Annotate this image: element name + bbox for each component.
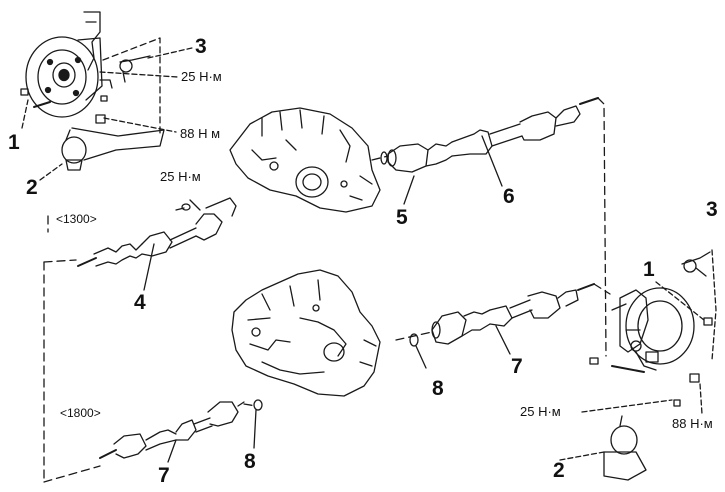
transmission-1300	[229, 107, 381, 213]
callout-5: 5	[396, 206, 408, 229]
drive-shaft-4	[77, 197, 237, 267]
callout-8-right: 8	[432, 377, 444, 400]
torque-right-nut: 25 Н·м	[520, 404, 561, 419]
callout-1-right: 1	[643, 258, 655, 281]
drive-shaft-6	[387, 97, 599, 173]
variant-1300-label: <1300>	[56, 212, 97, 226]
callout-7-right: 7	[511, 355, 523, 378]
torque-shaft-bolt: 25 Н·м	[160, 169, 201, 184]
callout-2-right: 2	[553, 459, 565, 482]
callout-3-right: 3	[706, 198, 718, 221]
right-leader-lines	[559, 249, 717, 461]
assembly-dashed-lines	[43, 97, 611, 483]
callout-3-upper: 3	[195, 35, 207, 58]
callout-2-upper: 2	[26, 176, 38, 199]
variant-1800-label: <1800>	[60, 406, 101, 420]
upper-left-leader-lines	[21, 47, 193, 181]
upper-left-hub-assembly	[20, 11, 165, 171]
callout-6: 6	[503, 185, 515, 208]
transmission-1800	[231, 269, 381, 397]
callout-7-left: 7	[158, 464, 170, 487]
callout-8-left: 8	[244, 450, 256, 473]
callout-leaders	[143, 135, 511, 463]
callout-4: 4	[134, 291, 146, 314]
drive-shaft-7-left	[99, 401, 245, 459]
torque-right-bolt: 88 Н·м	[672, 416, 713, 431]
drive-shaft-7-right	[431, 283, 595, 345]
torque-upper-nut: 25 Н·м	[181, 69, 222, 84]
oil-seals	[253, 151, 419, 411]
right-hub-assembly	[589, 251, 713, 481]
torque-upper-bolt: 88 Н м	[180, 126, 221, 141]
callout-1-upper: 1	[8, 131, 20, 154]
